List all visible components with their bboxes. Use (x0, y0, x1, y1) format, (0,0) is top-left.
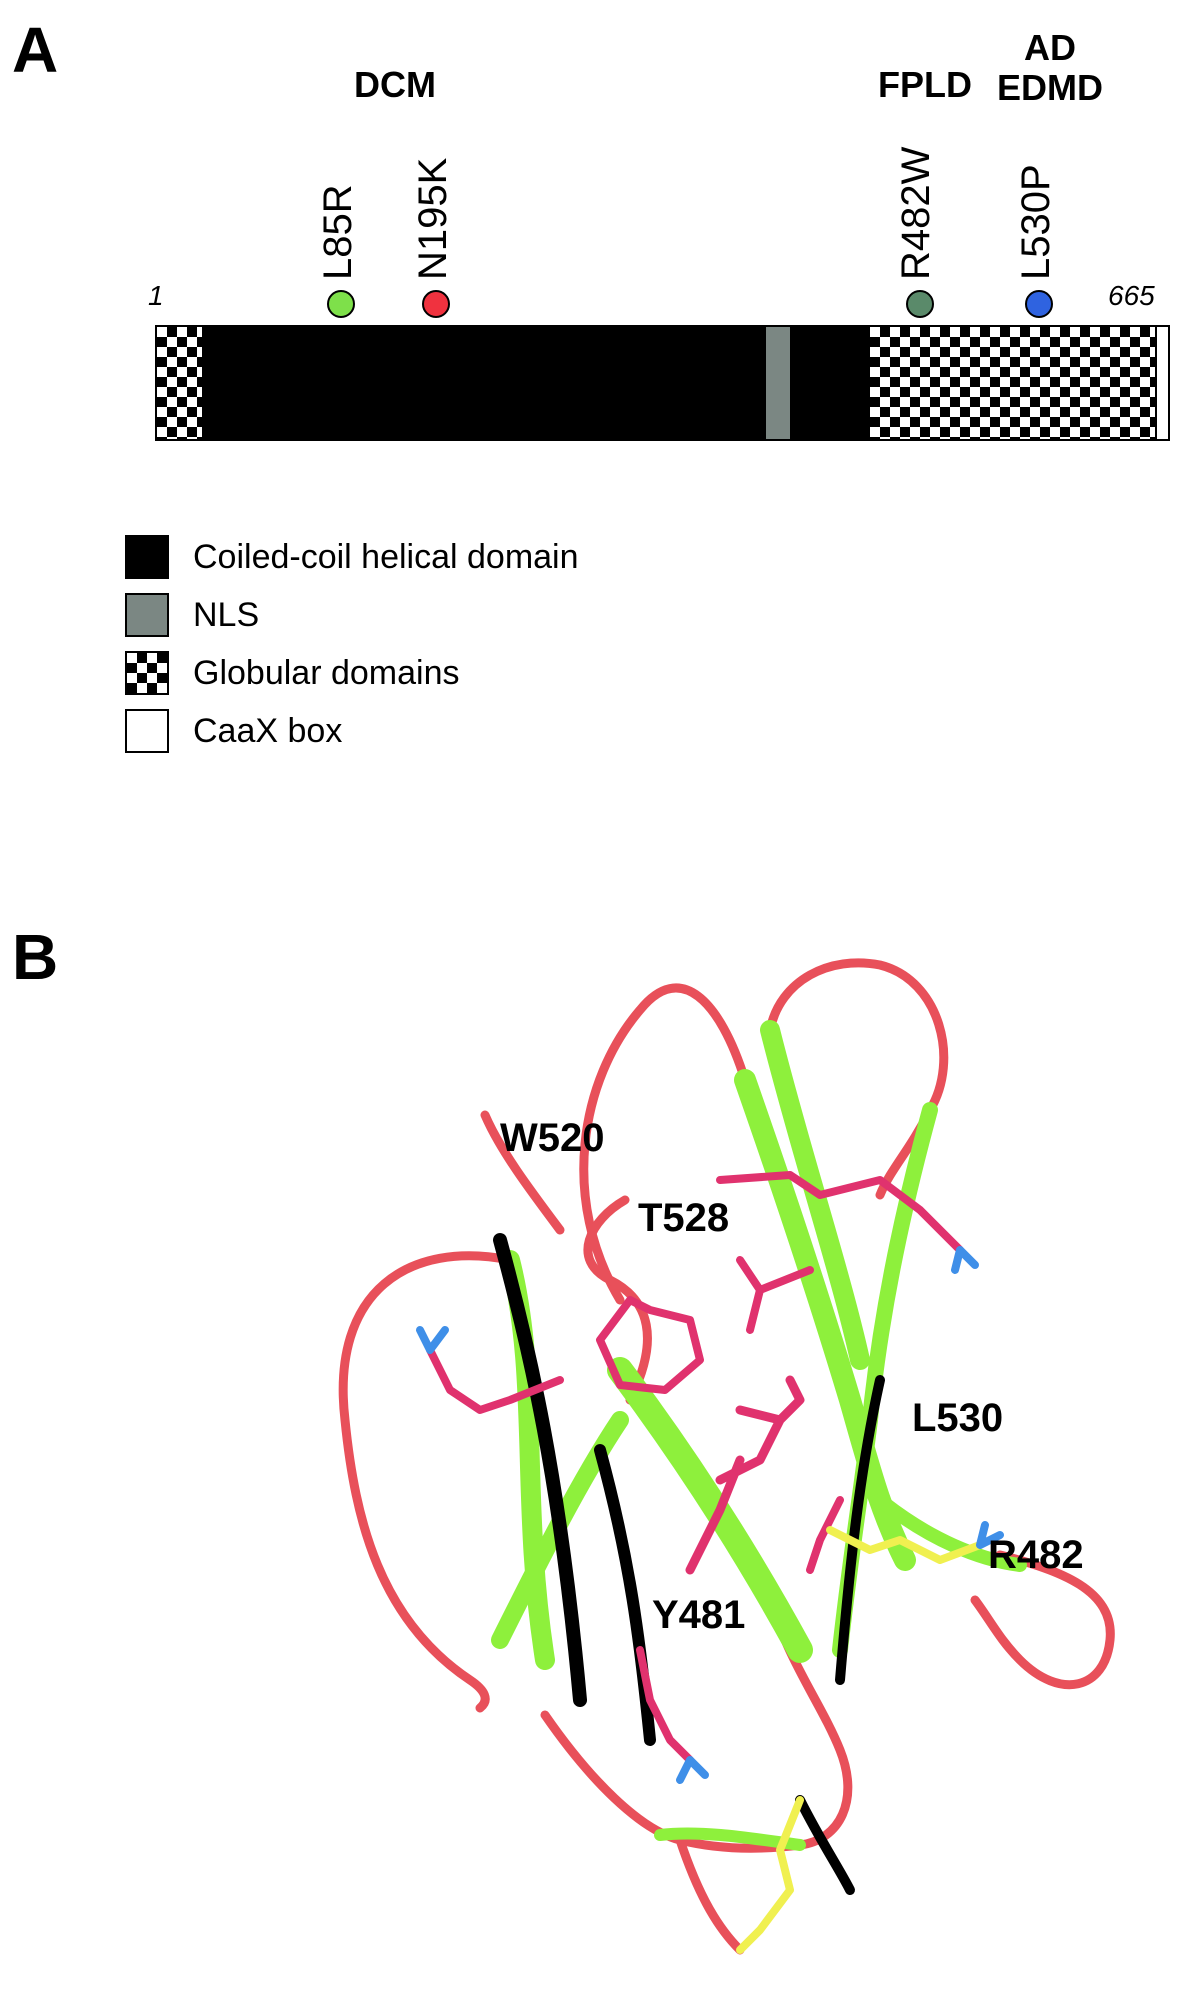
loop-top-left (579, 983, 750, 1305)
nitrogen-top-right (951, 1246, 979, 1274)
sidechain-l530 (715, 1375, 805, 1485)
legend-label: NLS (193, 596, 260, 634)
strand-2 (760, 1020, 870, 1370)
legend-swatch-black (125, 535, 169, 579)
residue-label-t528: T528 (638, 1196, 730, 1240)
strand-shadow-mid (594, 1444, 656, 1746)
mutation-dot-l85r (327, 290, 355, 318)
group-label-edmd: EDMD (997, 67, 1103, 108)
sidechain-y481 (685, 1455, 745, 1575)
sidechain-bottom-yellow (736, 1796, 804, 1954)
sidechain-right (806, 1496, 844, 1574)
panel-b-label: B (12, 921, 59, 993)
mutation-dot-l530p (1025, 290, 1053, 318)
loop-bottom-left (675, 1835, 745, 1955)
legend-item-coiled-coil: Coiled-coil helical domain (125, 535, 579, 579)
group-label-fpld: FPLD (878, 64, 972, 105)
sidechain-left (426, 1346, 564, 1414)
mutation-dot-n195k (422, 290, 450, 318)
residue-label-r482: R482 (988, 1533, 1084, 1577)
panel-a-label: A (12, 14, 59, 86)
mutation-dot-r482w (906, 290, 934, 318)
sidechain-w520 (596, 1296, 704, 1394)
sidechain-top-right (716, 1171, 964, 1254)
legend-item-caax: CaaX box (125, 709, 579, 753)
sidechain-bottom (636, 1646, 694, 1764)
strand-shadow-right (835, 1375, 885, 1685)
group-label-ad: AD (1024, 27, 1076, 68)
sidechain-r482 (826, 1526, 984, 1564)
nitrogen-bottom (676, 1756, 709, 1784)
loop-w520 (480, 1110, 565, 1235)
nls-segment (766, 327, 790, 439)
legend-swatch-gray (125, 593, 169, 637)
strand-shadow-bottom (795, 1795, 855, 1895)
legend-item-globular: Globular domains (125, 651, 579, 695)
strand-7 (873, 1493, 1027, 1572)
residue-label-w520: W520 (500, 1116, 605, 1160)
position-start-label: 1 (148, 280, 164, 311)
globular-domain-tail (870, 327, 1155, 439)
legend-item-nls: NLS (125, 593, 579, 637)
position-end-label: 665 (1108, 280, 1155, 311)
loop-top-right (765, 958, 949, 1200)
legend-swatch-white (125, 709, 169, 753)
legend-label: Globular domains (193, 654, 460, 692)
sidechain-t528 (736, 1256, 814, 1334)
strand-shadow-left (493, 1233, 587, 1707)
strand-4 (607, 1357, 813, 1663)
legend-swatch-checker (125, 651, 169, 695)
legend-label: CaaX box (193, 712, 343, 750)
legend: Coiled-coil helical domain NLS Globular … (125, 535, 579, 753)
legend-label: Coiled-coil helical domain (193, 538, 579, 576)
lamin-domain-bar (155, 325, 1170, 441)
globular-domain-head (157, 327, 202, 439)
residue-label-l530: L530 (912, 1396, 1004, 1440)
loop-right (970, 1550, 1115, 1690)
group-label-dcm: DCM (354, 64, 436, 105)
nitrogen-r482 (976, 1521, 1004, 1549)
residue-label-y481: Y481 (652, 1593, 746, 1637)
caax-box-segment (1155, 327, 1168, 439)
loop-t528 (583, 1195, 652, 1405)
nitrogen-left (416, 1326, 449, 1354)
loop-left (338, 1251, 515, 1713)
